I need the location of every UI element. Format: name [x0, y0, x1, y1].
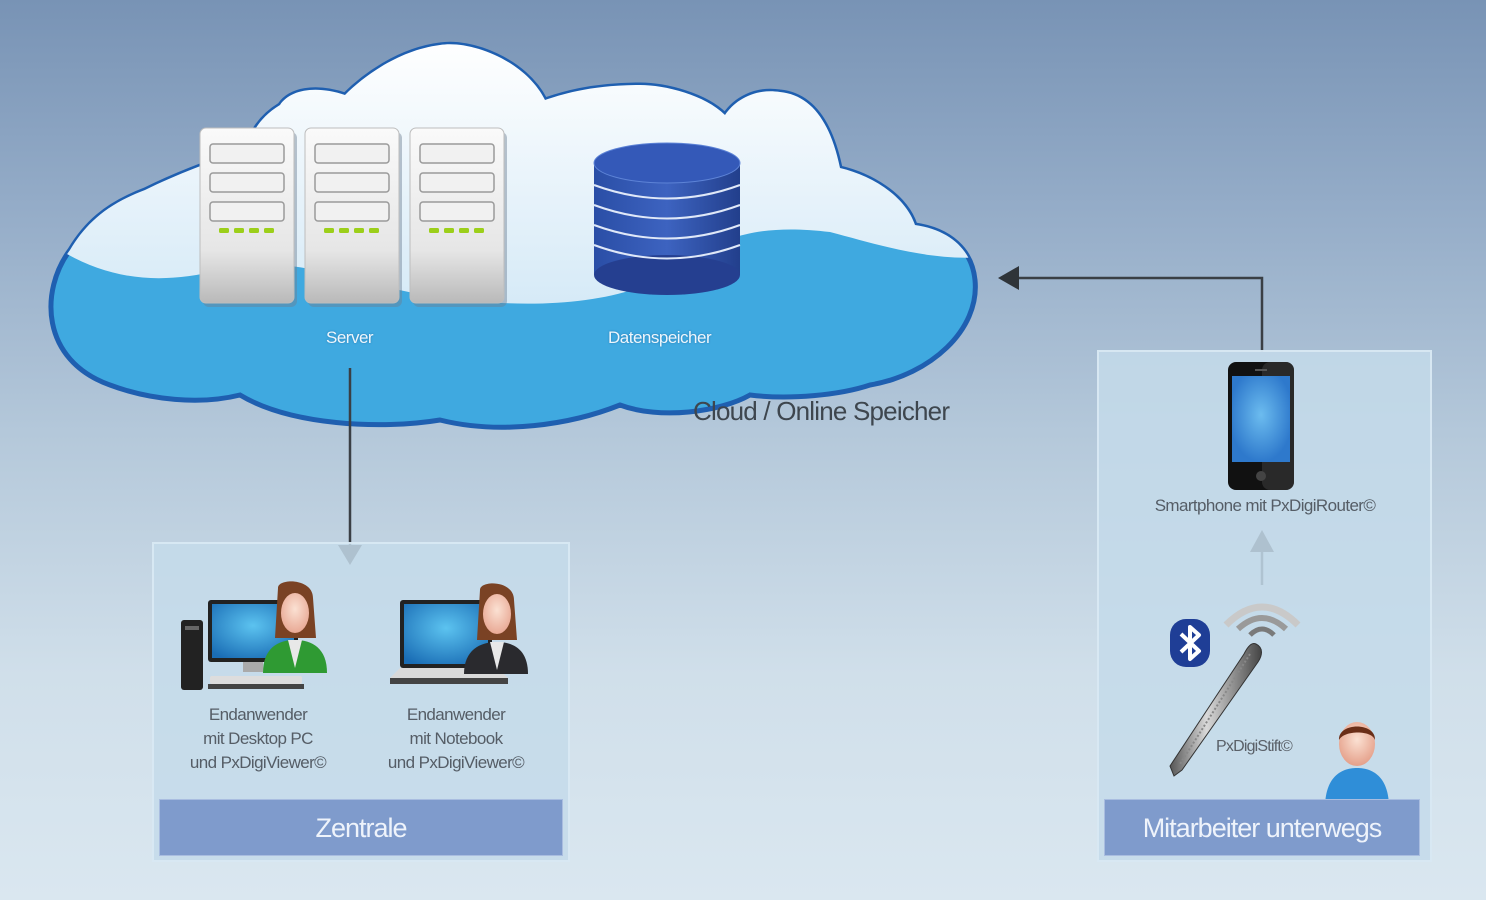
status-led	[474, 228, 484, 233]
notebook-user-caption: Endanwender mit Notebook und PxDigiViewe…	[387, 705, 525, 772]
digital-pen-icon	[1169, 643, 1262, 777]
pen-label: PxDigiStift©	[1216, 738, 1293, 755]
mobile-worker-avatar	[1325, 722, 1389, 808]
server-label: Server	[326, 328, 374, 347]
cloud-caption: Cloud / Online Speicher	[693, 396, 950, 426]
drive-bay	[209, 201, 285, 222]
desktop-pc-icon	[181, 581, 327, 690]
smartphone-label: Smartphone mit PxDigiRouter©	[1154, 496, 1376, 515]
status-led	[219, 228, 229, 233]
server-tower	[199, 127, 297, 307]
server-rack-icon	[199, 127, 507, 307]
drive-bay	[419, 172, 495, 193]
status-led	[324, 228, 334, 233]
mobile-worker-title: Mitarbeiter unterwegs	[1104, 799, 1420, 856]
drive-bay	[209, 143, 285, 164]
drive-bay	[419, 143, 495, 164]
female-user-dark-avatar	[464, 583, 528, 674]
server-tower	[409, 127, 507, 307]
status-led	[354, 228, 364, 233]
drive-bay	[209, 172, 285, 193]
database-icon	[593, 142, 741, 295]
status-led	[429, 228, 439, 233]
storage-label: Datenspeicher	[608, 328, 712, 347]
cloud-shape	[48, 41, 978, 430]
bluetooth-icon	[1170, 619, 1210, 667]
female-user-green-avatar	[263, 581, 327, 673]
drive-bay	[314, 143, 390, 164]
status-led	[459, 228, 469, 233]
arrow-smartphone-to-cloud	[998, 266, 1264, 352]
server-tower	[304, 127, 402, 307]
smartphone-icon	[1228, 362, 1294, 490]
status-led	[339, 228, 349, 233]
drive-bay	[314, 201, 390, 222]
notebook-icon	[390, 583, 528, 684]
status-led	[264, 228, 274, 233]
status-led	[249, 228, 259, 233]
status-led	[234, 228, 244, 233]
drive-bay	[314, 172, 390, 193]
wireless-signal-icon	[1223, 603, 1301, 637]
drive-bay	[419, 201, 495, 222]
desktop-user-caption: Endanwender mit Desktop PC und PxDigiVie…	[189, 705, 327, 772]
zentrale-title: Zentrale	[159, 799, 563, 856]
status-led	[369, 228, 379, 233]
status-led	[444, 228, 454, 233]
